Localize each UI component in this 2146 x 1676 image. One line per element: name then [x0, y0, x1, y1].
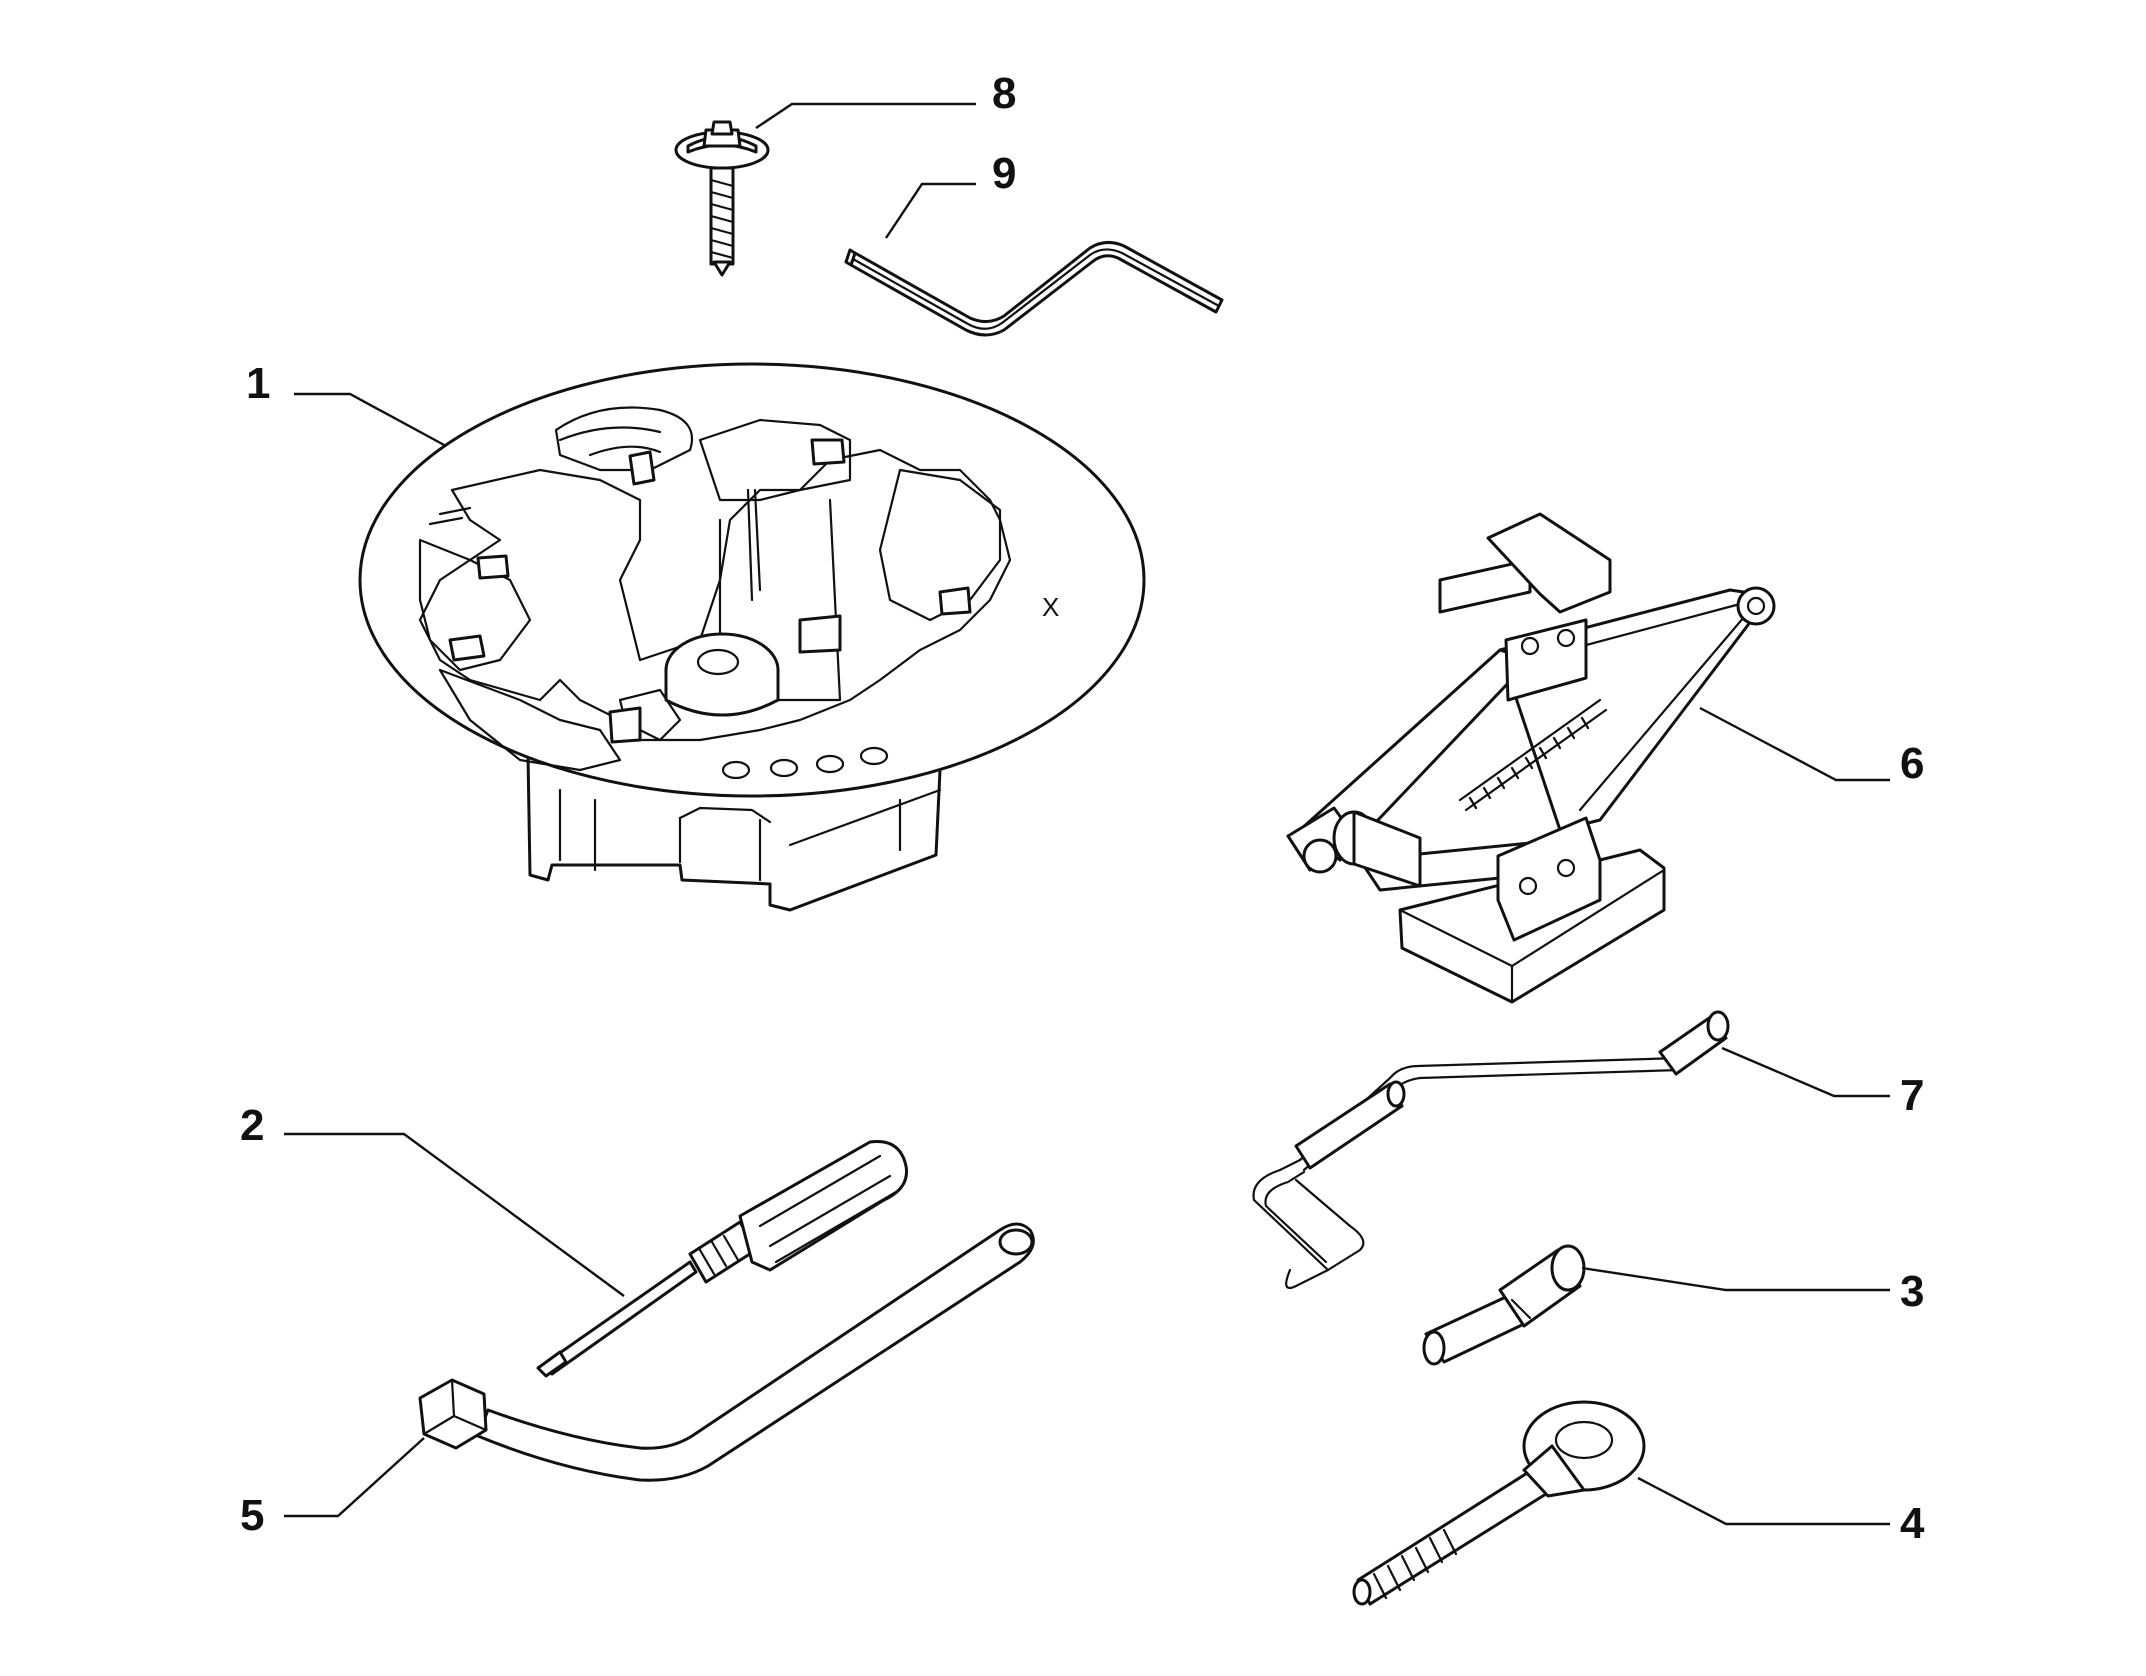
callout-6: 6 — [1900, 739, 1924, 788]
scissor-jack-part — [1286, 512, 1776, 1004]
leader-line-4 — [1637, 1476, 1890, 1526]
callout-2: 2 — [240, 1101, 264, 1150]
leader-line-3 — [1581, 1266, 1890, 1292]
leader-line-2 — [284, 1132, 625, 1297]
hex-key-part — [844, 241, 1224, 337]
wheel-bolt-adapter-part — [1422, 1244, 1586, 1366]
callout-9: 9 — [992, 149, 1016, 198]
fixing-screw-part — [674, 120, 770, 277]
tray-mark-label: X — [1042, 592, 1059, 622]
screwdriver-part — [536, 1140, 909, 1378]
callout-7: 7 — [1900, 1071, 1924, 1120]
wheel-wrench-part — [418, 1222, 1035, 1482]
leader-line-6 — [1699, 706, 1890, 782]
leader-line-5 — [284, 1437, 425, 1518]
callout-labels: 1 2 3 4 5 6 7 8 9 — [240, 69, 1925, 1548]
callout-3: 3 — [1900, 1267, 1924, 1316]
leader-line-9 — [885, 182, 976, 239]
callout-8: 8 — [992, 69, 1016, 118]
tool-tray-part: X — [358, 362, 1146, 912]
callout-5: 5 — [240, 1491, 264, 1540]
leader-line-7 — [1721, 1046, 1890, 1098]
leader-lines — [284, 102, 1890, 1526]
jack-crank-handle-part — [1252, 1010, 1730, 1290]
towing-eye-part — [1352, 1400, 1646, 1606]
callout-1: 1 — [246, 359, 270, 408]
leader-line-1 — [294, 392, 447, 448]
callout-4: 4 — [1900, 1499, 1925, 1548]
leader-line-8 — [755, 102, 976, 129]
